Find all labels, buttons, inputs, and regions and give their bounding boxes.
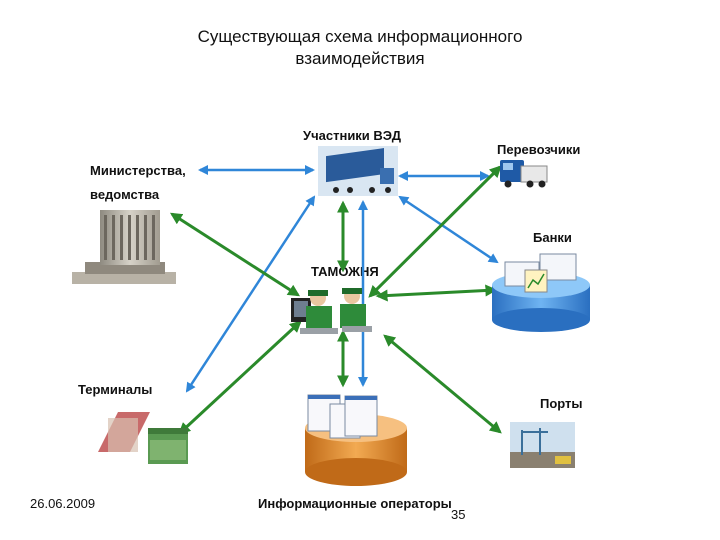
label-carriers: Перевозчики <box>497 142 581 157</box>
terminals-image <box>98 412 188 464</box>
info-operators-database-icon <box>305 394 407 486</box>
arrow-customs-ports <box>383 334 502 434</box>
title-line-1: Существующая схема информационного <box>197 27 523 46</box>
customs-officers-icon <box>291 288 372 334</box>
ports-image <box>510 422 575 468</box>
label-ports: Порты <box>540 396 583 411</box>
label-ministries-1: Министерства, <box>90 163 186 178</box>
page-number: 35 <box>451 507 466 522</box>
green-arrows <box>169 165 502 435</box>
carrier-truck-icon <box>500 160 548 188</box>
slide-title: Существующая схема информационного взаим… <box>150 26 570 70</box>
label-banks: Банки <box>533 230 572 245</box>
ministry-building-icon <box>72 210 176 284</box>
arrow-ministries-customs <box>169 212 301 297</box>
slide-date: 26.06.2009 <box>30 496 96 511</box>
arrow-customs-terminals <box>178 320 302 435</box>
arrow-customs-carriers <box>368 165 502 298</box>
label-ved-participants: Участники ВЭД <box>303 128 401 143</box>
label-terminals: Терминалы <box>78 382 153 397</box>
arrow-customs-banks <box>375 284 498 302</box>
title-line-2: взаимодействия <box>295 49 425 68</box>
label-ministries-2: ведомства <box>90 187 160 202</box>
banks-database-icon <box>492 253 590 332</box>
label-info-operators: Информационные операторы <box>258 496 452 511</box>
truck-image <box>318 146 398 196</box>
